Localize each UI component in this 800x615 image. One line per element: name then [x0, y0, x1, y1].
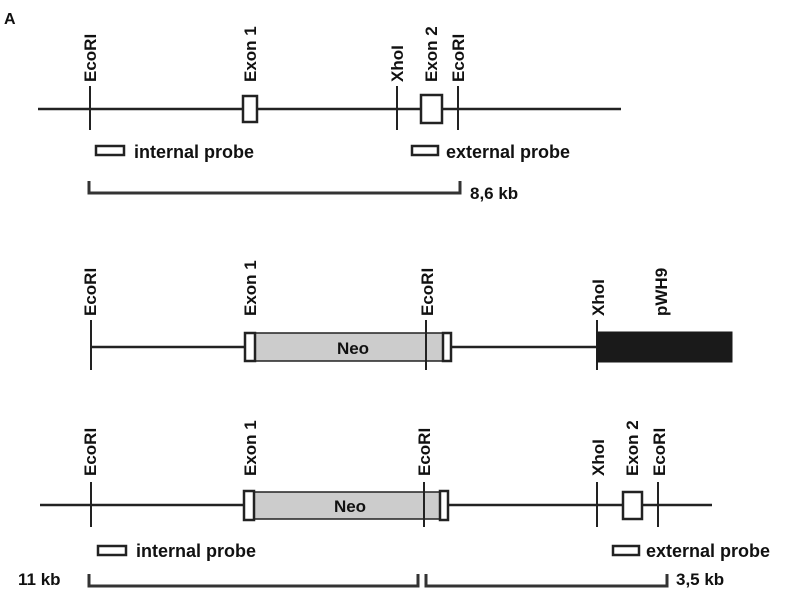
vector-plasmid-backbone — [596, 331, 733, 363]
targeted-external-probe — [611, 544, 641, 557]
targeted-internal-probe — [96, 544, 128, 557]
wildtype-internal-probe — [94, 144, 126, 157]
vector-ecori-mid-label: EcoRI — [418, 268, 437, 316]
wildtype-fragment-bracket — [87, 181, 462, 195]
targeted-exon2-label: Exon 2 — [623, 420, 642, 476]
wildtype-external-probe-label: external probe — [446, 142, 570, 162]
targeted-ecori-right-label: EcoRI — [650, 428, 669, 476]
targeted-fragment-right-size: 3,5 kb — [676, 570, 724, 589]
targeted-exon1-right — [438, 489, 450, 522]
vector-ecori-left-label: EcoRI — [81, 268, 100, 316]
wildtype-xhoi-label: XhoI — [388, 45, 407, 82]
targeted-neo-label: Neo — [334, 497, 366, 516]
wildtype-exon1 — [241, 94, 259, 124]
targeted-external-probe-label: external probe — [646, 541, 770, 561]
vector-exon1-left — [243, 331, 257, 363]
wildtype-external-probe — [410, 144, 440, 157]
targeted-ecori-left-label: EcoRI — [81, 428, 100, 476]
targeted-internal-probe-label: internal probe — [136, 541, 256, 561]
wildtype-ecori-right-label: EcoRI — [449, 34, 468, 82]
wildtype-fragment-size: 8,6 kb — [470, 184, 518, 203]
targeted-exon2 — [621, 490, 644, 521]
targeted-exon1-label: Exon 1 — [241, 420, 260, 476]
wildtype-exon1-label: Exon 1 — [241, 26, 260, 82]
wildtype-ecori-left-label: EcoRI — [81, 34, 100, 82]
targeted-xhoi-label: XhoI — [589, 439, 608, 476]
wildtype-exon2-label: Exon 2 — [422, 26, 441, 82]
targeted-allele: Neo EcoRI Exon 1 EcoRI XhoI Exon 2 EcoRI… — [18, 420, 770, 589]
targeting-vector: Neo EcoRI Exon 1 EcoRI XhoI pWH9 — [81, 260, 733, 370]
wildtype-allele: EcoRI Exon 1 XhoI Exon 2 EcoRI internal … — [38, 26, 621, 203]
targeted-fragment-right-bracket — [424, 574, 669, 588]
vector-neo-label: Neo — [337, 339, 369, 358]
targeted-fragment-left-bracket — [87, 574, 420, 588]
panel-label: A — [4, 11, 16, 28]
vector-plasmid-label: pWH9 — [652, 268, 671, 316]
vector-exon1-label: Exon 1 — [241, 260, 260, 316]
targeted-fragment-left-size: 11 kb — [18, 570, 61, 589]
vector-xhoi-label: XhoI — [589, 279, 608, 316]
targeted-exon1-left — [242, 489, 256, 522]
wildtype-exon2 — [419, 93, 444, 125]
wildtype-internal-probe-label: internal probe — [134, 142, 254, 162]
vector-exon1-right — [441, 331, 453, 363]
vector-neo-cassette — [254, 332, 444, 362]
targeted-ecori-mid-label: EcoRI — [415, 428, 434, 476]
